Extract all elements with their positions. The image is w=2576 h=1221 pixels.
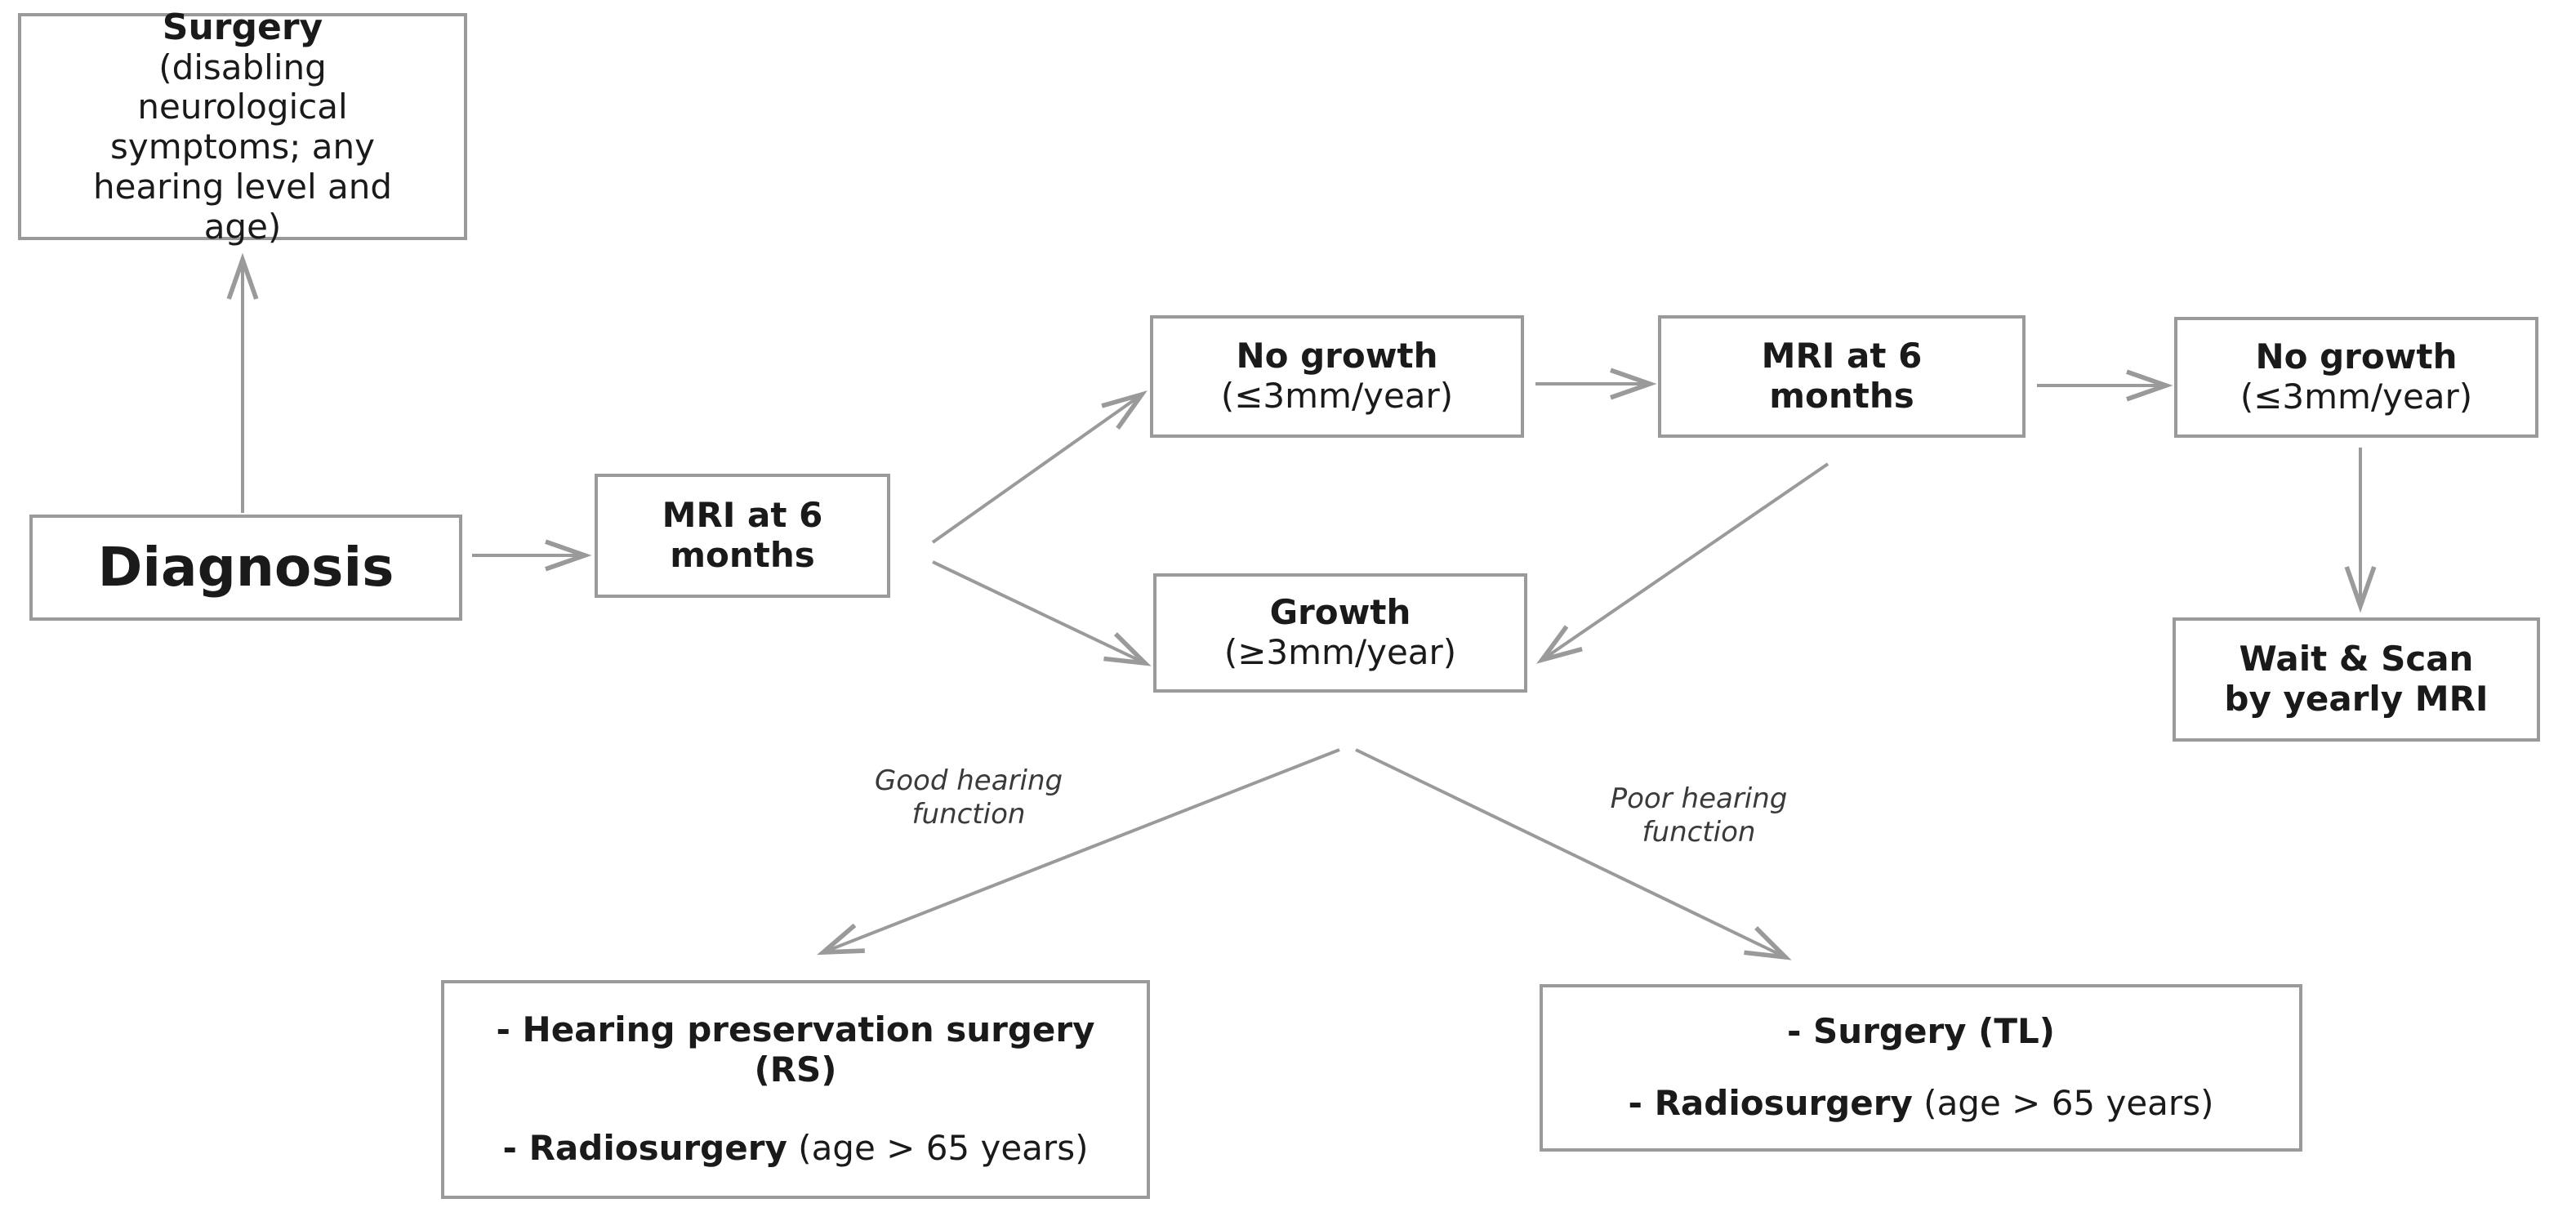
wait-scan-line-2: by yearly MRI [2224,679,2489,719]
wait-scan-line-1: Wait & Scan [2239,639,2474,680]
growth-line-1: Growth [1269,592,1411,633]
surgery-detail-line-1: (disabling [158,47,327,87]
growth-line-2: (≥3mm/year) [1223,632,1457,672]
node-diagnosis[interactable]: Diagnosis [29,515,462,621]
edge-mri1-to-growth [932,560,1152,666]
edge-label-good-hearing-function: Good hearing function [874,764,1063,831]
diagnosis-label: Diagnosis [97,535,394,599]
node-wait-and-scan[interactable]: Wait & Scan by yearly MRI [2173,617,2540,742]
poor-outcome-option-2-bold: - Radiosurgery [1628,1083,1913,1124]
node-mri-at-6-months-second[interactable]: MRI at 6 months [1658,315,2026,438]
node-good-hearing-treatment-options[interactable]: - Hearing preservation surgery (RS) - Ra… [441,980,1150,1199]
poor-outcome-option-2: - Radiosurgery (age > 65 years) [1558,1084,2284,1124]
good-outcome-option-2: - Radiosurgery (age > 65 years) [459,1127,1132,1169]
poor-outcome-option-1: - Surgery (TL) [1787,1010,2055,1051]
node-growth[interactable]: Growth (≥3mm/year) [1153,573,1527,693]
edge-label-poor-hearing-function: Poor hearing function [1610,782,1788,849]
surgery-detail-line-3: symptoms; any [110,127,375,167]
poor-outcome-option-2-note: (age > 65 years) [1912,1083,2214,1124]
node-surgery[interactable]: Surgery (disabling neurological symptoms… [18,7,467,246]
good-outcome-option-2-bold: - Radiosurgery [502,1127,787,1168]
node-poor-hearing-treatment-options[interactable]: - Surgery (TL) - Radiosurgery (age > 65 … [1540,984,2302,1152]
no-growth2-line-2: (≤3mm/year) [2240,377,2473,417]
good-outcome-option-1: - Hearing preservation surgery (RS) [496,1009,1095,1090]
node-no-growth-second[interactable]: No growth (≤3mm/year) [2174,317,2538,438]
mri2-line-2: months [1769,376,1914,416]
mri2-line-1: MRI at 6 [1761,336,1923,377]
edge-mri2-to-growth [1536,462,1829,664]
no-growth2-line-1: No growth [2255,336,2458,377]
no-growth1-line-2: (≤3mm/year) [1220,376,1454,416]
good-outcome-option-2-note: (age > 65 years) [787,1127,1089,1168]
edge-growth-to-poor-outcome [1355,748,1792,960]
node-mri-at-6-months-first[interactable]: MRI at 6 months [595,474,890,598]
node-no-growth-first[interactable]: No growth (≤3mm/year) [1150,315,1524,438]
mri1-line-2: months [670,535,815,575]
no-growth1-line-1: No growth [1236,336,1438,377]
surgery-detail-line-2: neurological [137,87,348,127]
mri1-line-1: MRI at 6 [662,495,823,536]
surgery-detail-line-4: hearing level and [92,166,392,207]
surgery-detail-line-5: age) [203,206,282,247]
surgery-title: Surgery [162,6,323,48]
edge-mri1-to-no-growth1 [931,390,1148,544]
